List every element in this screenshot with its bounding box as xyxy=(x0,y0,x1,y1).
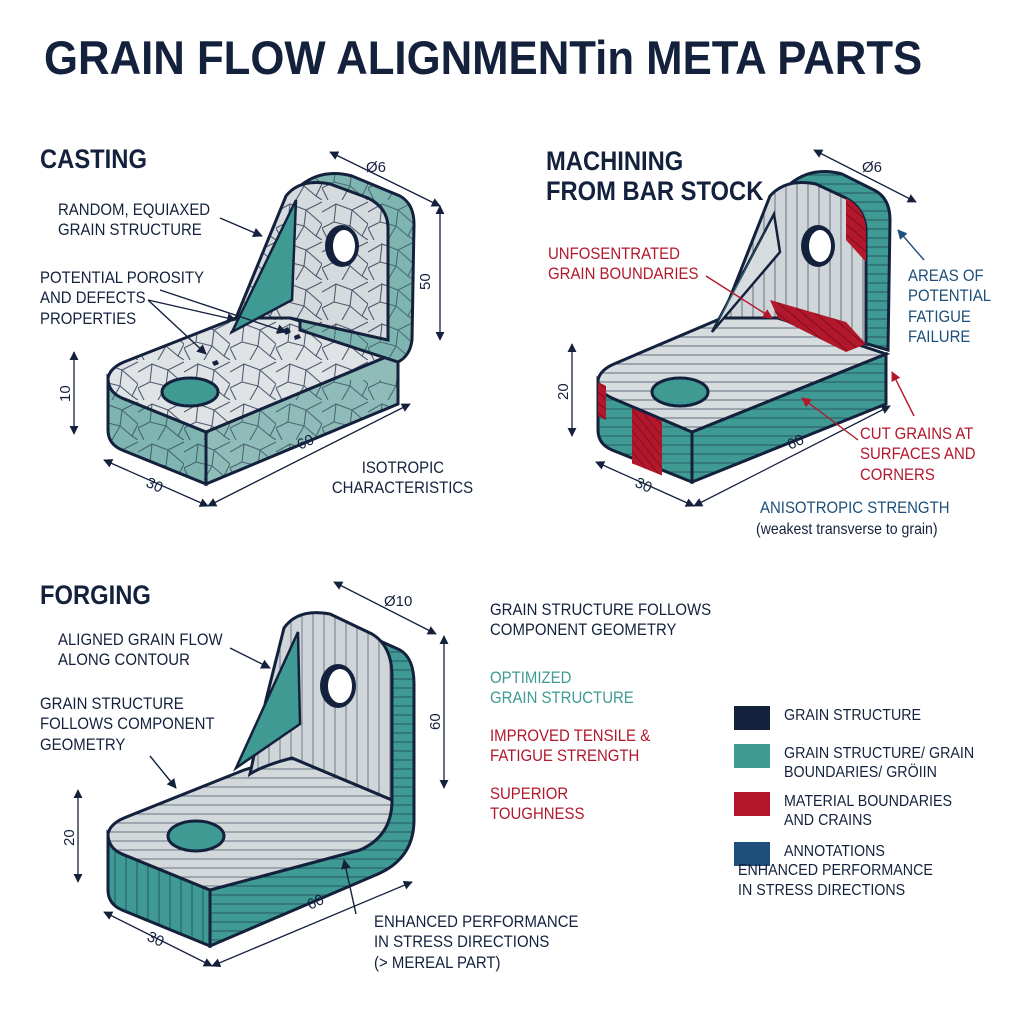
forging-label-enhanced-line: IN STRESS DIRECTIONS xyxy=(374,932,550,952)
forging-dim-width: 30 xyxy=(144,928,166,950)
casting-label-porosity-line: POTENTIAL POROSITY xyxy=(40,268,205,287)
legend-label: ANNOTATIONS ENHANCED PERFORMANCE IN STRE… xyxy=(738,842,933,900)
casting-dim-hole: Ø6 xyxy=(366,159,386,176)
legend-label-line: MATERIAL BOUNDARIES xyxy=(784,793,952,810)
machining-label-unconcentrated: UNFOSENTRATED GRAIN BOUNDARIES xyxy=(548,244,698,285)
forging-label-follows-line: FOLLOWS COMPONENT xyxy=(40,714,215,734)
machining-label-fatigue-line: FAILURE xyxy=(908,327,971,347)
forging-label-enhanced-line: (> MEREAL PART) xyxy=(374,952,501,972)
casting-label-isotropic: ISOTROPIC CHARACTERISTICS xyxy=(332,458,473,499)
casting-label-porosity-line: AND DEFECTS xyxy=(40,288,146,308)
machining-part xyxy=(596,170,892,485)
casting-label-porosity-line: PROPERTIES xyxy=(40,308,137,328)
benefit-geometry: GRAIN STRUCTURE FOLLOWS COMPONENT GEOMET… xyxy=(490,600,711,641)
machining-leaders xyxy=(705,229,925,441)
forging-label-enhanced: ENHANCED PERFORMANCE IN STRESS DIRECTION… xyxy=(374,912,578,973)
casting-dim-length: 60 xyxy=(295,431,317,453)
machining-heading-line: MACHINING xyxy=(546,146,684,176)
machining-dim-width: 30 xyxy=(632,474,654,496)
machining-label-fatigue-line: AREAS OF xyxy=(908,266,984,285)
machining-label-unconcentrated-line: UNFOSENTRATED xyxy=(548,244,680,263)
legend-label-line: ANNOTATIONS xyxy=(784,843,885,860)
machining-label-fatigue-line: FATIGUE xyxy=(908,306,971,326)
benefit-toughness-line: TOUGHNESS xyxy=(490,804,585,824)
legend-label-line: GRAIN STRUCTURE/ GRAIN xyxy=(784,745,975,762)
forging-dim-height: 60 xyxy=(427,713,444,730)
benefit-tensile-line: FATIGUE STRENGTH xyxy=(490,746,640,766)
legend-swatch xyxy=(734,706,770,730)
forging-label-enhanced-line: ENHANCED PERFORMANCE xyxy=(374,912,579,931)
machining-dim-length: 60 xyxy=(785,431,807,453)
casting-label-isotropic-line: ISOTROPIC xyxy=(361,458,445,477)
forging-label-follows-line: GRAIN STRUCTURE xyxy=(40,694,184,713)
machining-label-fatigue: AREAS OF POTENTIAL FATIGUE FAILURE xyxy=(908,266,991,348)
machining-label-cut-line: SURFACES AND xyxy=(860,444,976,464)
legend-label: GRAIN STRUCTURE/ GRAIN BOUNDARIES/ GRÖII… xyxy=(784,744,974,783)
forging-dim-thickness: 20 xyxy=(61,829,78,846)
legend-item-annotations: ANNOTATIONS ENHANCED PERFORMANCE IN STRE… xyxy=(734,842,946,900)
forging-label-follows: GRAIN STRUCTURE FOLLOWS COMPONENT GEOMET… xyxy=(40,694,215,755)
legend-swatch xyxy=(734,792,770,816)
forging-label-aligned-line: ALIGNED GRAIN FLOW xyxy=(58,630,223,649)
forging-dimensions xyxy=(73,581,449,968)
forging-dim-length: 60 xyxy=(305,891,327,913)
casting-label-random: RANDOM, EQUIAXED GRAIN STRUCTURE xyxy=(58,200,210,241)
forging-leaders xyxy=(149,647,357,915)
machining-label-unconcentrated-line: GRAIN BOUNDARIES xyxy=(548,264,699,284)
casting-label-porosity: POTENTIAL POROSITY AND DEFECTS PROPERTIE… xyxy=(40,268,204,329)
machining-dimensions xyxy=(567,149,917,507)
legend-swatch xyxy=(734,744,770,768)
casting-label-random-line: RANDOM, EQUIAXED xyxy=(58,200,211,219)
forging-dim-hole: Ø10 xyxy=(384,593,412,610)
legend-label-line: AND CRAINS xyxy=(784,812,872,830)
machining-heading: MACHINING FROM BAR STOCK xyxy=(546,146,763,206)
benefit-optimized-line: OPTIMIZED xyxy=(490,668,572,687)
machining-heading-line: FROM BAR STOCK xyxy=(546,176,764,207)
machining-label-anisotropic-note: (weakest transverse to grain) xyxy=(756,521,938,538)
forging-heading: FORGING xyxy=(40,580,151,610)
machining-label-anisotropic: ANISOTROPIC STRENGTH xyxy=(760,498,950,517)
machining-label-cut-line: CUT GRAINS AT xyxy=(860,424,974,443)
benefit-geometry-line: GRAIN STRUCTURE FOLLOWS xyxy=(490,600,712,619)
legend-item-grain-structure: GRAIN STRUCTURE xyxy=(734,706,933,730)
casting-dimensions xyxy=(69,151,445,507)
legend-label: MATERIAL BOUNDARIES AND CRAINS xyxy=(784,792,952,831)
machining-dim-hole: Ø6 xyxy=(862,159,882,176)
machining-label-cut-line: CORNERS xyxy=(860,464,935,484)
forging-part xyxy=(106,611,416,949)
casting-dim-width: 30 xyxy=(143,474,165,496)
page-title: GRAIN FLOW ALIGNMENTin META PARTS xyxy=(44,31,923,84)
benefit-geometry-line: COMPONENT GEOMETRY xyxy=(490,620,677,640)
casting-heading: CASTING xyxy=(40,144,147,174)
forging-label-aligned-line: ALONG CONTOUR xyxy=(58,650,190,670)
forging-label-follows-line: GEOMETRY xyxy=(40,734,126,754)
benefit-optimized-line: GRAIN STRUCTURE xyxy=(490,688,634,708)
legend-label-line: GRAIN STRUCTURE xyxy=(784,707,922,724)
legend-label-line: ENHANCED PERFORMANCE xyxy=(738,862,933,880)
legend-item-material-boundaries: MATERIAL BOUNDARIES AND CRAINS xyxy=(734,792,967,831)
legend-swatch xyxy=(734,842,770,866)
casting-label-random-line: GRAIN STRUCTURE xyxy=(58,220,202,240)
benefit-optimized: OPTIMIZED GRAIN STRUCTURE xyxy=(490,668,634,709)
casting-dim-thickness: 10 xyxy=(57,385,74,402)
forging-label-aligned: ALIGNED GRAIN FLOW ALONG CONTOUR xyxy=(58,630,223,671)
benefit-toughness: SUPERIOR TOUGHNESS xyxy=(490,784,584,825)
casting-label-isotropic-line: CHARACTERISTICS xyxy=(331,478,474,498)
machining-label-fatigue-line: POTENTIAL xyxy=(908,286,992,306)
benefit-toughness-line: SUPERIOR xyxy=(490,784,569,803)
legend-label: GRAIN STRUCTURE xyxy=(784,706,921,725)
casting-dim-height: 50 xyxy=(417,273,434,290)
legend-label-line: BOUNDARIES/ GRÖIIN xyxy=(784,764,937,782)
machining-dim-thickness: 20 xyxy=(555,383,572,400)
benefit-tensile-line: IMPROVED TENSILE & xyxy=(490,726,651,745)
machining-label-cut: CUT GRAINS AT SURFACES AND CORNERS xyxy=(860,424,976,485)
legend-item-grain-boundaries: GRAIN STRUCTURE/ GRAIN BOUNDARIES/ GRÖII… xyxy=(734,744,991,783)
benefit-tensile: IMPROVED TENSILE & FATIGUE STRENGTH xyxy=(490,726,650,767)
casting-leaders xyxy=(147,217,287,355)
legend-label-line: IN STRESS DIRECTIONS xyxy=(738,881,906,899)
